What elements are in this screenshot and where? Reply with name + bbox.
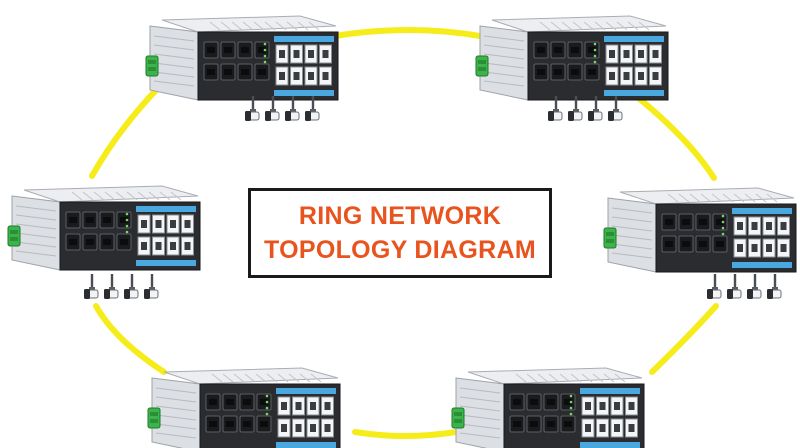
bullet-camera-icon <box>767 274 782 299</box>
bullet-camera-icon <box>727 274 742 299</box>
bullet-camera-icon <box>285 96 300 121</box>
industrial-switch-icon <box>7 185 201 271</box>
ring-link-switch-middle-right-to-switch-bottom-right <box>649 303 719 375</box>
ring-link-switch-top-left-to-switch-top-right <box>332 27 483 39</box>
ring-link-switch-top-right-to-switch-middle-right <box>633 93 717 181</box>
industrial-switch-icon <box>475 15 669 101</box>
bullet-camera-icon <box>104 274 119 299</box>
ring-link-switch-bottom-left-to-switch-middle-left <box>93 303 167 375</box>
industrial-switch-icon <box>451 367 645 448</box>
diagram-title-line-2: TOPOLOGY DIAGRAM <box>264 236 536 264</box>
ring-links <box>89 27 719 439</box>
industrial-switch-icon <box>147 367 341 448</box>
bullet-camera-icon <box>747 274 762 299</box>
diagram-title-line-1: RING NETWORK <box>298 202 502 230</box>
bullet-camera-icon <box>548 96 563 121</box>
bullet-camera-icon <box>305 96 320 121</box>
ring-link-switch-bottom-right-to-switch-bottom-left <box>352 429 459 439</box>
industrial-switch-icon <box>145 15 339 101</box>
diagram-title-box: RING NETWORK TOPOLOGY DIAGRAM <box>248 188 552 278</box>
bullet-camera-icon <box>265 96 280 121</box>
bullet-camera-icon <box>245 96 260 121</box>
bullet-camera-icon <box>707 274 722 299</box>
bullet-camera-icon <box>124 274 139 299</box>
ring-link-switch-middle-left-to-switch-top-left <box>89 85 161 179</box>
bullet-camera-icon <box>568 96 583 121</box>
bullet-camera-icon <box>84 274 99 299</box>
bullet-camera-icon <box>144 274 159 299</box>
industrial-switch-icon <box>603 187 797 273</box>
switch-nodes <box>7 15 797 448</box>
bullet-camera-icon <box>588 96 603 121</box>
bullet-camera-icon <box>608 96 623 121</box>
